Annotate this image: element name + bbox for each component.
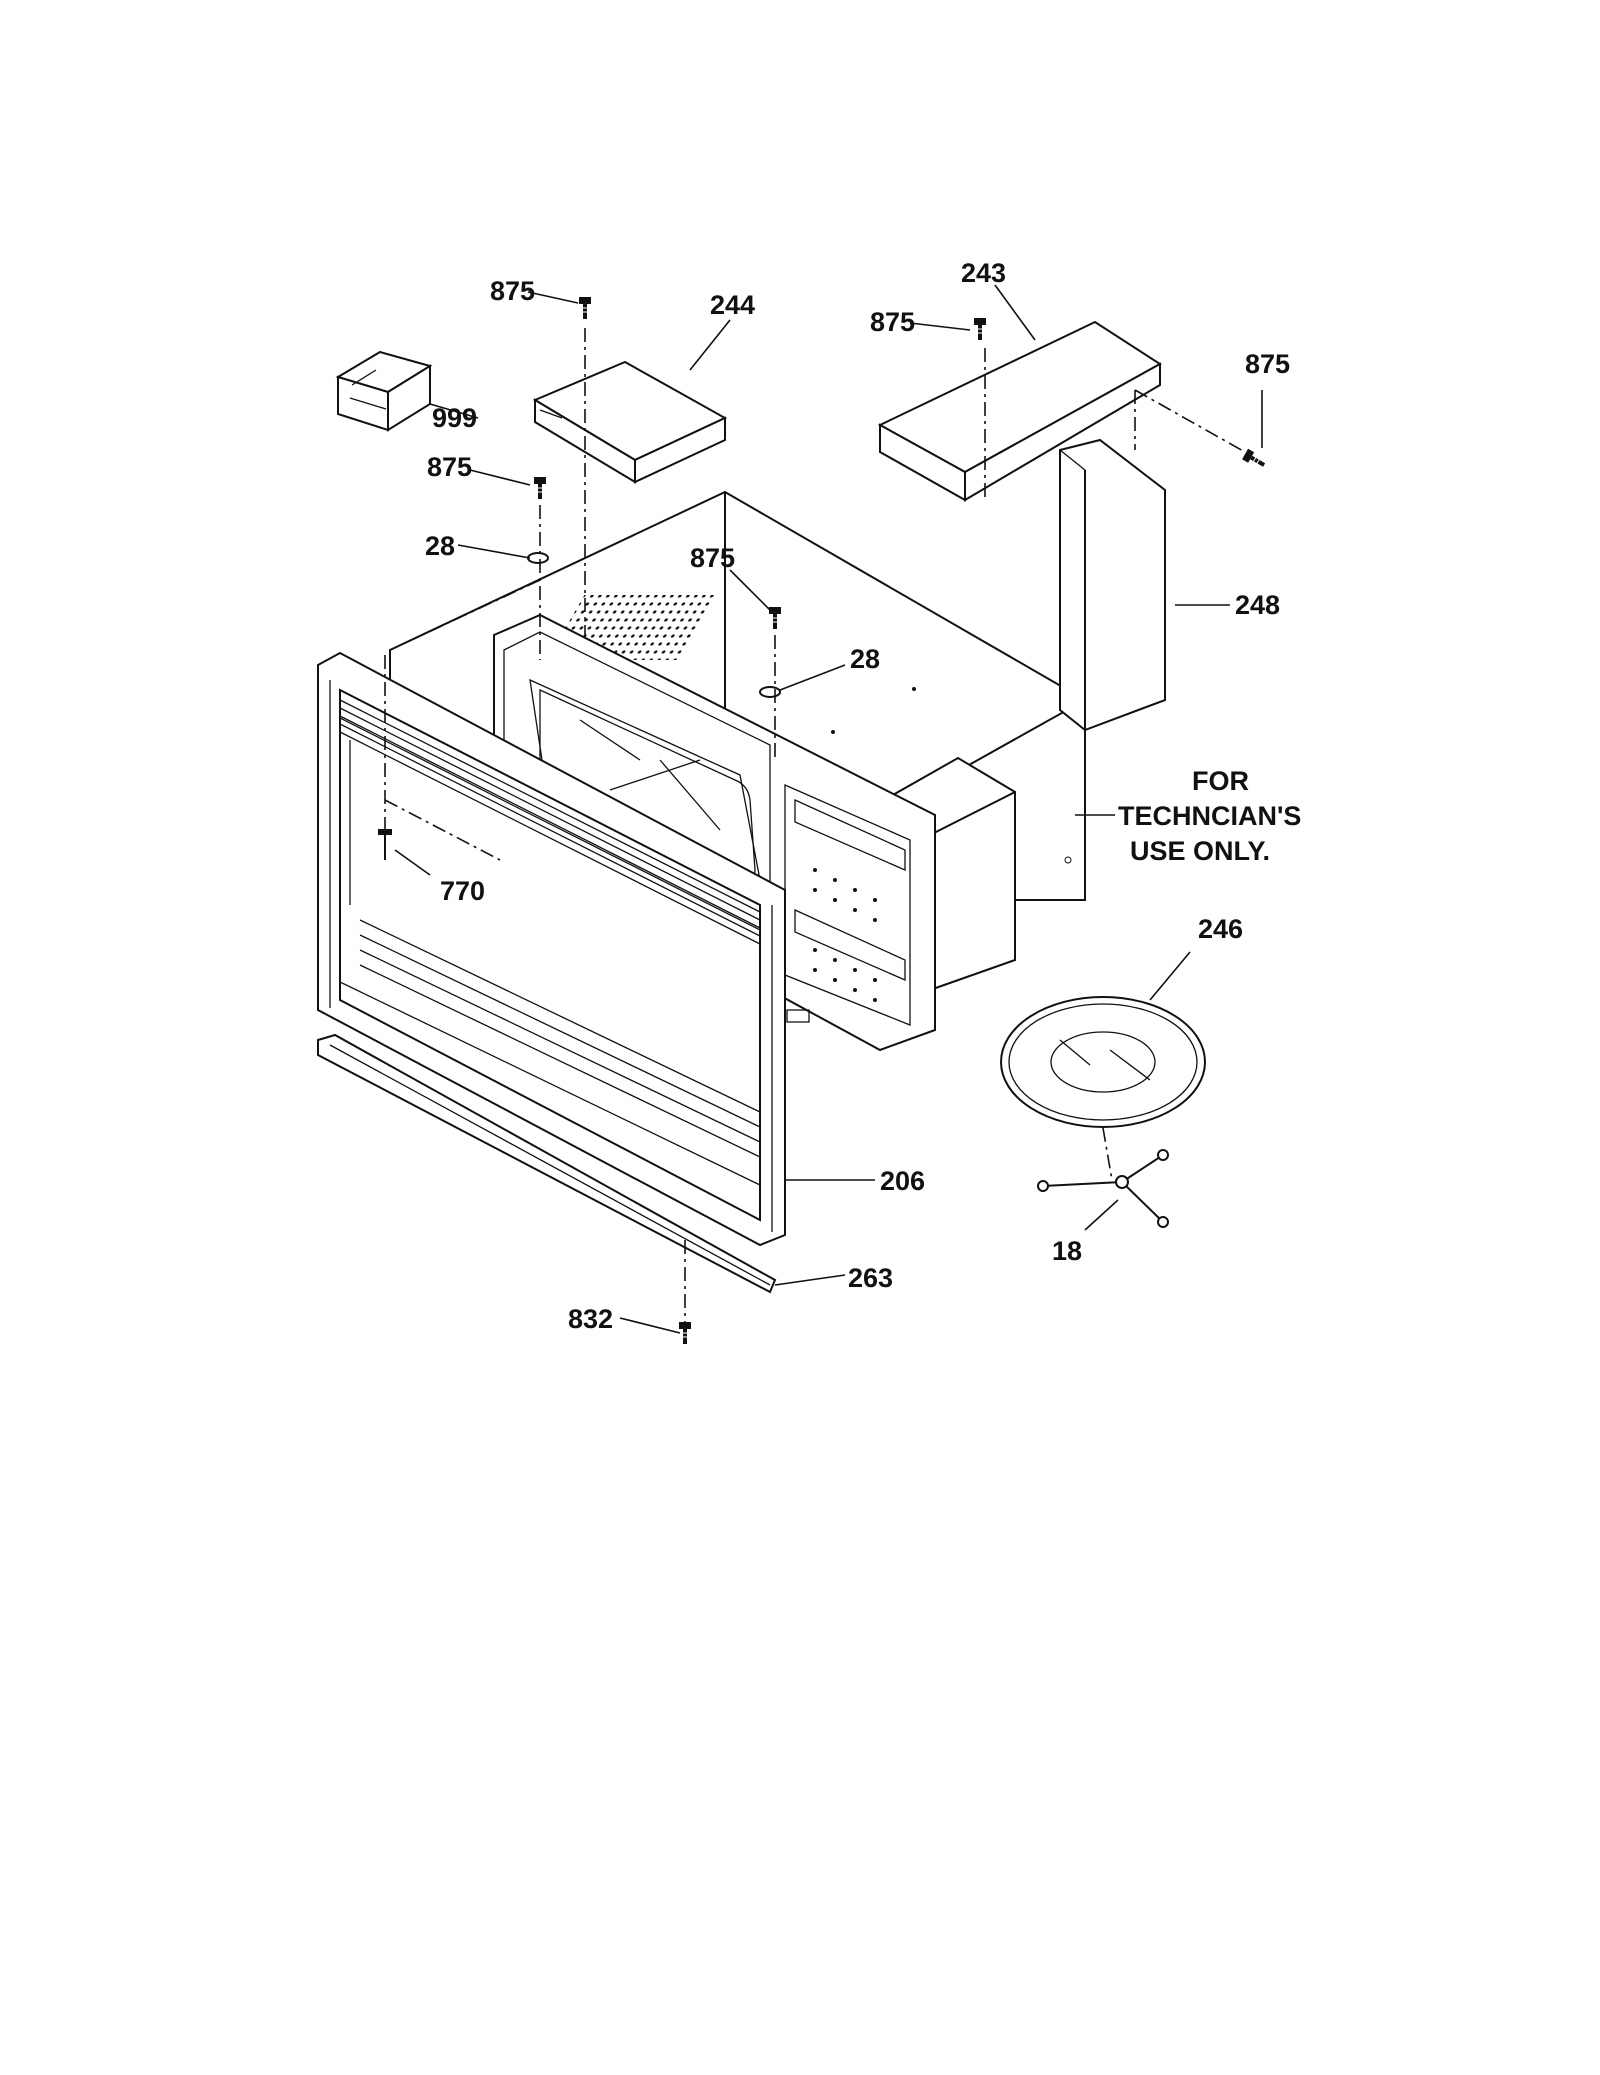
callout-263: 263	[848, 1263, 893, 1293]
note-line-1: FOR	[1192, 766, 1249, 796]
screw-icon	[1240, 446, 1270, 473]
callout-770: 770	[440, 876, 485, 906]
bottom-trim-263	[317, 1033, 777, 1294]
callout-875: 875	[427, 452, 472, 482]
top-cover-244	[532, 360, 728, 484]
technician-note: FOR TECHNCIAN'S USE ONLY.	[1118, 766, 1301, 866]
leader-lines	[394, 284, 1263, 1334]
screw-icon	[577, 295, 593, 321]
callout-28: 28	[850, 644, 880, 674]
callout-243: 243	[961, 258, 1006, 288]
callout-246: 246	[1198, 914, 1243, 944]
callout-18: 18	[1052, 1236, 1082, 1266]
side-panel-248	[1059, 438, 1166, 732]
callout-244: 244	[710, 290, 755, 320]
callout-248: 248	[1235, 590, 1280, 620]
box-999	[335, 350, 433, 432]
screw-icon	[532, 475, 548, 501]
callout-28: 28	[425, 531, 455, 561]
note-line-2: TECHNCIAN'S	[1118, 801, 1301, 831]
top-cover-243	[877, 320, 1162, 502]
note-line-3: USE ONLY.	[1130, 836, 1270, 866]
callout-206: 206	[880, 1166, 925, 1196]
screw-icon	[972, 316, 988, 342]
callout-labels: 875 244 243 875 875 999 875 28 875 28 24…	[425, 258, 1290, 1334]
control-buttons	[813, 868, 877, 1002]
screw-icon	[378, 829, 392, 860]
screw-icon	[677, 1320, 693, 1346]
callout-875: 875	[690, 543, 735, 573]
callout-832: 832	[568, 1304, 613, 1334]
washer-icon	[527, 552, 549, 564]
assembly-lines	[384, 328, 1246, 1325]
roller-support-18	[1037, 1149, 1169, 1228]
callout-875: 875	[1245, 349, 1290, 379]
turntable-246	[1000, 996, 1206, 1128]
callout-875: 875	[870, 307, 915, 337]
callout-999: 999	[432, 403, 477, 433]
callout-875: 875	[490, 276, 535, 306]
trim-frame-206	[317, 651, 786, 1247]
washer-icon	[759, 686, 781, 698]
